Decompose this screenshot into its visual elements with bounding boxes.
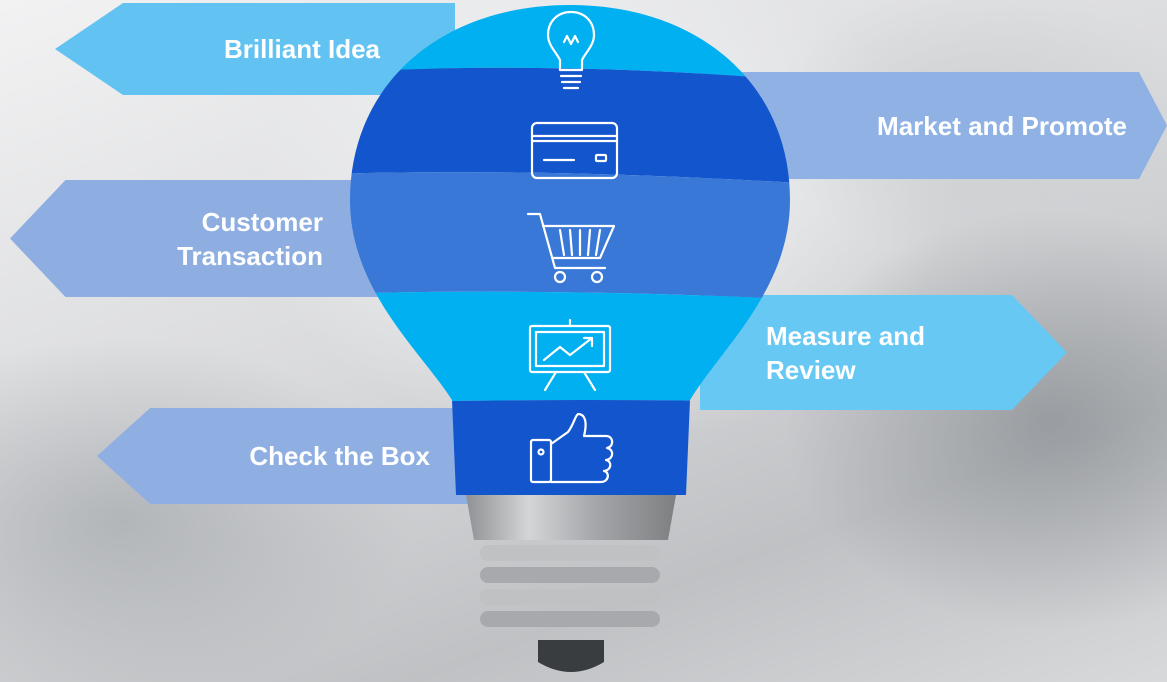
step-label: Brilliant Idea — [223, 34, 380, 64]
thumbs-up-icon — [529, 412, 614, 484]
step-label: Market and Promote — [877, 110, 1127, 141]
step-label-line: Customer — [201, 206, 323, 237]
step-label-line: Review — [766, 354, 856, 385]
step-label-line: Measure and — [766, 320, 925, 351]
bulb-tip — [538, 640, 604, 672]
bulb-band-2 — [350, 67, 790, 190]
bulb-band-4 — [350, 291, 790, 405]
step-banner-measure-and-review: Measure and Review — [700, 295, 1067, 410]
step-label-line: Transaction — [177, 240, 323, 271]
shopping-cart-icon — [526, 212, 616, 284]
presentation-chart-icon — [528, 318, 612, 392]
step-label: Check the Box — [249, 441, 430, 471]
step-banner-brilliant-idea: Brilliant Idea — [55, 3, 455, 95]
step-banner-customer-transaction: Customer Transaction — [10, 180, 380, 297]
bulb-neck — [466, 495, 676, 540]
bulb-band-3 — [350, 172, 790, 305]
step-banner-check-the-box: Check the Box — [97, 408, 477, 504]
credit-card-icon — [530, 121, 619, 180]
bulb-screw-base — [480, 545, 660, 627]
lightbulb-icon — [546, 10, 596, 90]
